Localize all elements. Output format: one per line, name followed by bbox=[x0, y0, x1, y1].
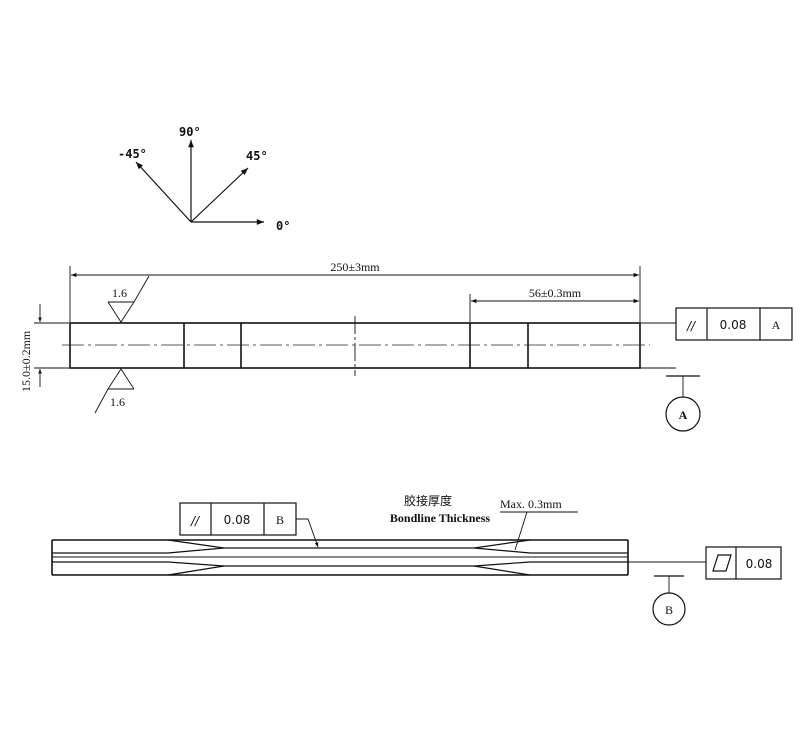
datum-a-label: A bbox=[679, 408, 688, 422]
tolerance-frame-a bbox=[675, 307, 793, 341]
datum-b-label: B bbox=[665, 603, 673, 617]
parallelism-symbol-a: // bbox=[686, 319, 697, 333]
label-45: 45° bbox=[246, 149, 268, 163]
top-view: 250±3mm 56±0.3mm 15.0±0.2mm 1.6 1.6 bbox=[19, 260, 793, 432]
upper-adherend-line bbox=[52, 547, 628, 554]
bondline-max: Max. 0.3mm bbox=[500, 497, 562, 511]
tolerance-datum-b: B bbox=[276, 513, 284, 527]
width-dimension: 15.0±0.2mm bbox=[19, 330, 33, 392]
label-90: 90° bbox=[179, 125, 201, 139]
arrow-45 bbox=[190, 167, 249, 223]
bondline-label-cn: 胶接厚度 bbox=[404, 493, 452, 508]
arrow-neg45 bbox=[135, 161, 192, 223]
roughness-bottom-value: 1.6 bbox=[110, 395, 125, 409]
roughness-bottom-leader bbox=[94, 388, 109, 414]
tab-dimension: 56±0.3mm bbox=[529, 286, 582, 300]
label-0: 0° bbox=[276, 219, 290, 233]
flatness-icon bbox=[712, 554, 732, 572]
flatness-frame bbox=[705, 546, 782, 580]
roughness-top-value: 1.6 bbox=[112, 286, 127, 300]
tolerance-datum-a: A bbox=[772, 318, 781, 332]
side-view: // 0.08 B 胶接厚度 Bondline Thickness Max. 0… bbox=[51, 493, 782, 626]
fiber-orientation-diagram: -45° 90° 45° 0° bbox=[118, 125, 290, 233]
parallelism-symbol-b: // bbox=[190, 514, 201, 528]
bondline-label-en: Bondline Thickness bbox=[390, 511, 490, 525]
flatness-value: 0.08 bbox=[746, 557, 773, 571]
datum-a-bubble bbox=[665, 396, 701, 432]
tolerance-value-a: 0.08 bbox=[720, 318, 747, 332]
bondline-leader bbox=[514, 511, 528, 551]
tolerance-b-leader bbox=[296, 518, 319, 548]
length-dimension: 250±3mm bbox=[330, 260, 380, 274]
roughness-top-leader bbox=[133, 275, 150, 303]
lower-adherend-line bbox=[52, 561, 628, 567]
tolerance-value-b: 0.08 bbox=[224, 513, 251, 527]
roughness-top-symbol bbox=[107, 301, 135, 323]
label-neg45: -45° bbox=[118, 147, 147, 161]
roughness-bottom-symbol bbox=[107, 368, 135, 390]
datum-b-bubble bbox=[652, 592, 686, 626]
